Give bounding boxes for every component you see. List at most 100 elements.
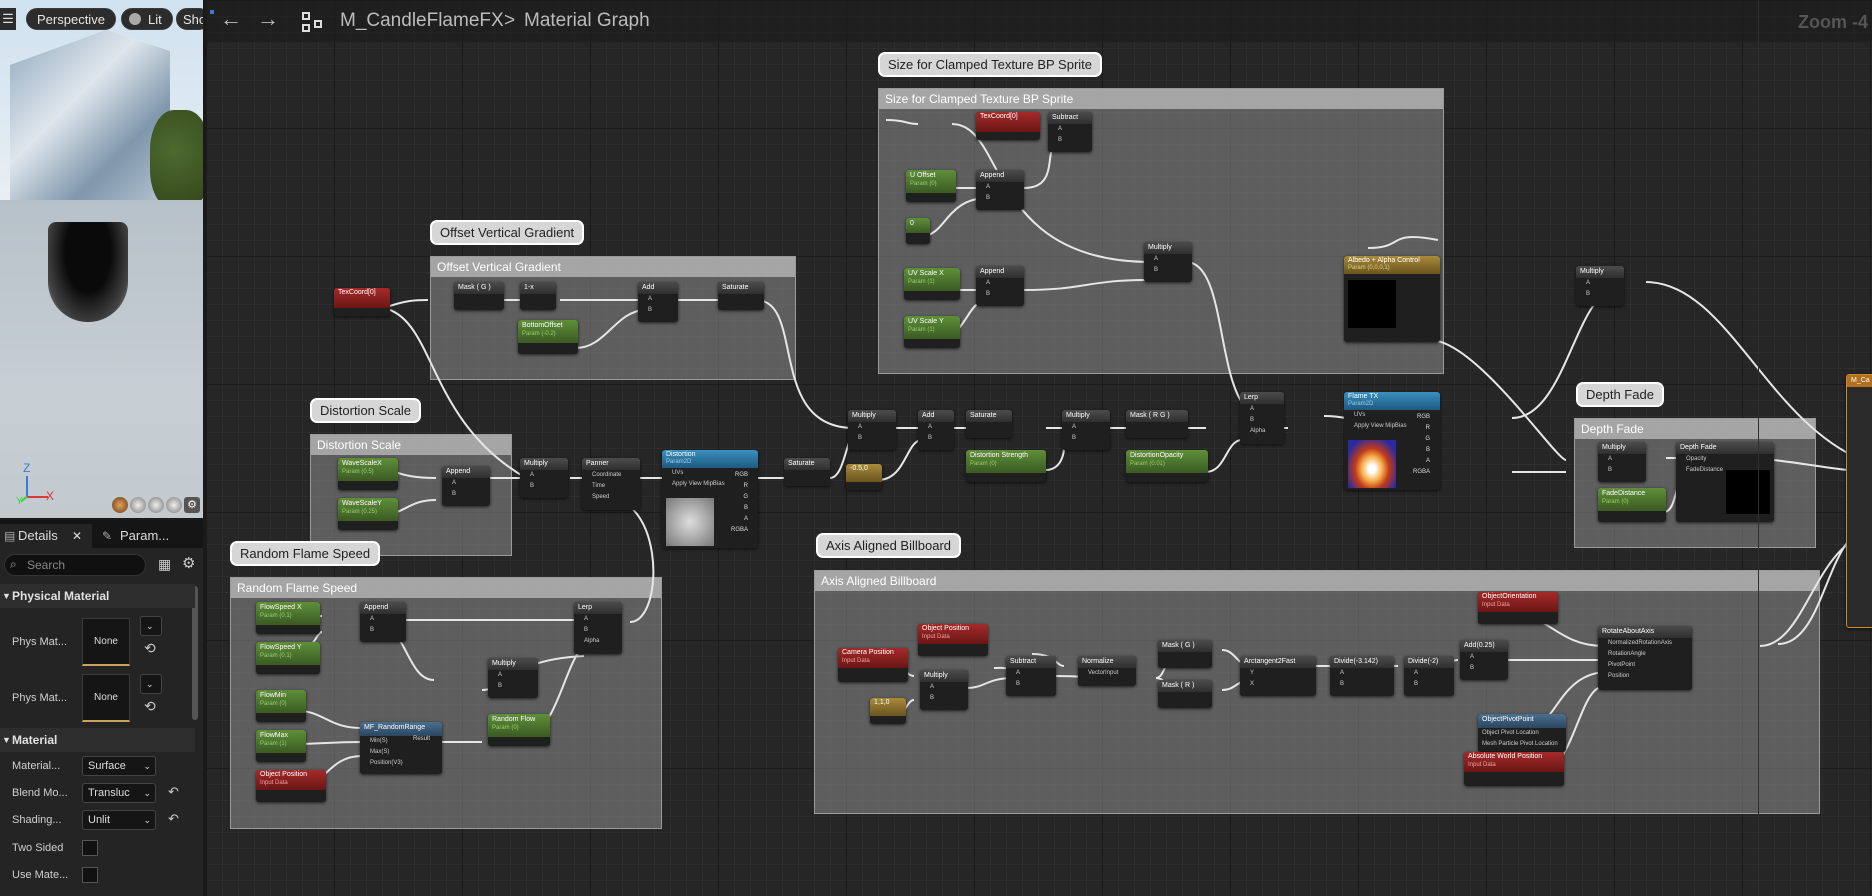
- node-saturate[interactable]: Saturate: [718, 282, 764, 310]
- reset-arrow-icon[interactable]: ↶: [168, 784, 179, 799]
- cylinder-preview-icon[interactable]: [112, 497, 128, 513]
- back-arrow-icon[interactable]: ←: [220, 6, 242, 31]
- comment-bubble-offset-vertical-gradient[interactable]: Offset Vertical Gradient: [430, 220, 585, 245]
- comment-bubble-random-flame-speed[interactable]: Random Flame Speed: [230, 541, 381, 566]
- comment-bubble-depth-fade[interactable]: Depth Fade: [1576, 382, 1664, 407]
- comment-axis-aligned-billboard[interactable]: Axis Aligned Billboard: [814, 570, 1820, 814]
- comment-bubble-axis-aligned-billboard[interactable]: Axis Aligned Billboard: [816, 533, 962, 558]
- hamburger-menu-icon[interactable]: ☰: [0, 8, 16, 30]
- node-mask-g[interactable]: Mask ( G ): [454, 282, 504, 310]
- tab-parameters[interactable]: ✎ Param...: [100, 524, 196, 548]
- node-constant-zero[interactable]: 0: [906, 218, 930, 244]
- sphere-preview-icon[interactable]: [130, 497, 146, 513]
- custom-mesh-preview-icon[interactable]: ⚙: [184, 497, 200, 513]
- close-icon[interactable]: ✕: [72, 529, 83, 543]
- two-sided-checkbox[interactable]: [82, 840, 98, 856]
- reset-to-default-icon[interactable]: ⟲: [144, 640, 156, 656]
- details-scrollbar[interactable]: [192, 586, 198, 720]
- table-view-icon[interactable]: ▦: [158, 556, 172, 572]
- gear-icon[interactable]: ⚙: [182, 555, 196, 572]
- phys-mat-dropdown-1[interactable]: ⌄: [140, 616, 162, 636]
- show-button[interactable]: Sho: [176, 8, 203, 30]
- forward-arrow-icon[interactable]: →: [257, 6, 279, 31]
- comment-bubble-size-for-clamped[interactable]: Size for Clamped Texture BP Sprite: [878, 52, 1103, 77]
- material-graph-canvas[interactable]: Size for Clamped Texture BP Sprite Size …: [206, 0, 1872, 896]
- perspective-button[interactable]: Perspective: [26, 8, 116, 30]
- material-preview-viewport[interactable]: ☰ Perspective Lit Sho Z X Y ⚙: [0, 0, 203, 518]
- node-mask-r[interactable]: Mask ( R ): [1158, 680, 1212, 708]
- node-mask-g[interactable]: Mask ( G ): [1158, 640, 1212, 668]
- phys-mat-thumbnail-1[interactable]: None: [82, 618, 130, 666]
- reset-to-default-icon[interactable]: ⟲: [144, 698, 156, 714]
- use-material-attributes-checkbox[interactable]: [82, 867, 98, 883]
- details-search-input[interactable]: ⌕ Search: [4, 554, 146, 576]
- node-material-result[interactable]: M_Ca: [1846, 374, 1872, 628]
- section-material[interactable]: ▼ Material: [0, 728, 195, 752]
- blend-mode-dropdown[interactable]: Transluc⌄: [82, 783, 156, 803]
- breadcrumb-material-name[interactable]: M_CandleFlameFX: [340, 10, 504, 31]
- node-saturate[interactable]: Saturate: [784, 458, 830, 486]
- plane-preview-icon[interactable]: [148, 497, 164, 513]
- phys-mat-dropdown-2[interactable]: ⌄: [140, 674, 162, 694]
- comment-offset-vertical-gradient[interactable]: Offset Vertical Gradient: [430, 256, 796, 380]
- cube-preview-icon[interactable]: [166, 497, 182, 513]
- node-constant-vector[interactable]: -0.5,0: [846, 464, 882, 490]
- reset-arrow-icon[interactable]: ↶: [168, 811, 179, 826]
- comment-bubble-distortion-scale[interactable]: Distortion Scale: [310, 398, 422, 423]
- lit-button[interactable]: Lit: [121, 8, 173, 30]
- material-domain-dropdown[interactable]: Surface⌄: [82, 756, 156, 776]
- tab-details[interactable]: ▤ Details ✕: [0, 524, 92, 548]
- shading-model-dropdown[interactable]: Unlit⌄: [82, 810, 156, 830]
- phys-mat-thumbnail-2[interactable]: None: [82, 674, 130, 722]
- section-physical-material[interactable]: ▼ Physical Material: [0, 584, 195, 608]
- comment-distortion-scale[interactable]: Distortion Scale: [310, 434, 512, 556]
- node-one-minus[interactable]: 1-x: [520, 282, 556, 310]
- node-texcoord[interactable]: TexCoord[0]: [334, 288, 390, 316]
- node-constant-vector[interactable]: 1,1,0: [870, 698, 906, 724]
